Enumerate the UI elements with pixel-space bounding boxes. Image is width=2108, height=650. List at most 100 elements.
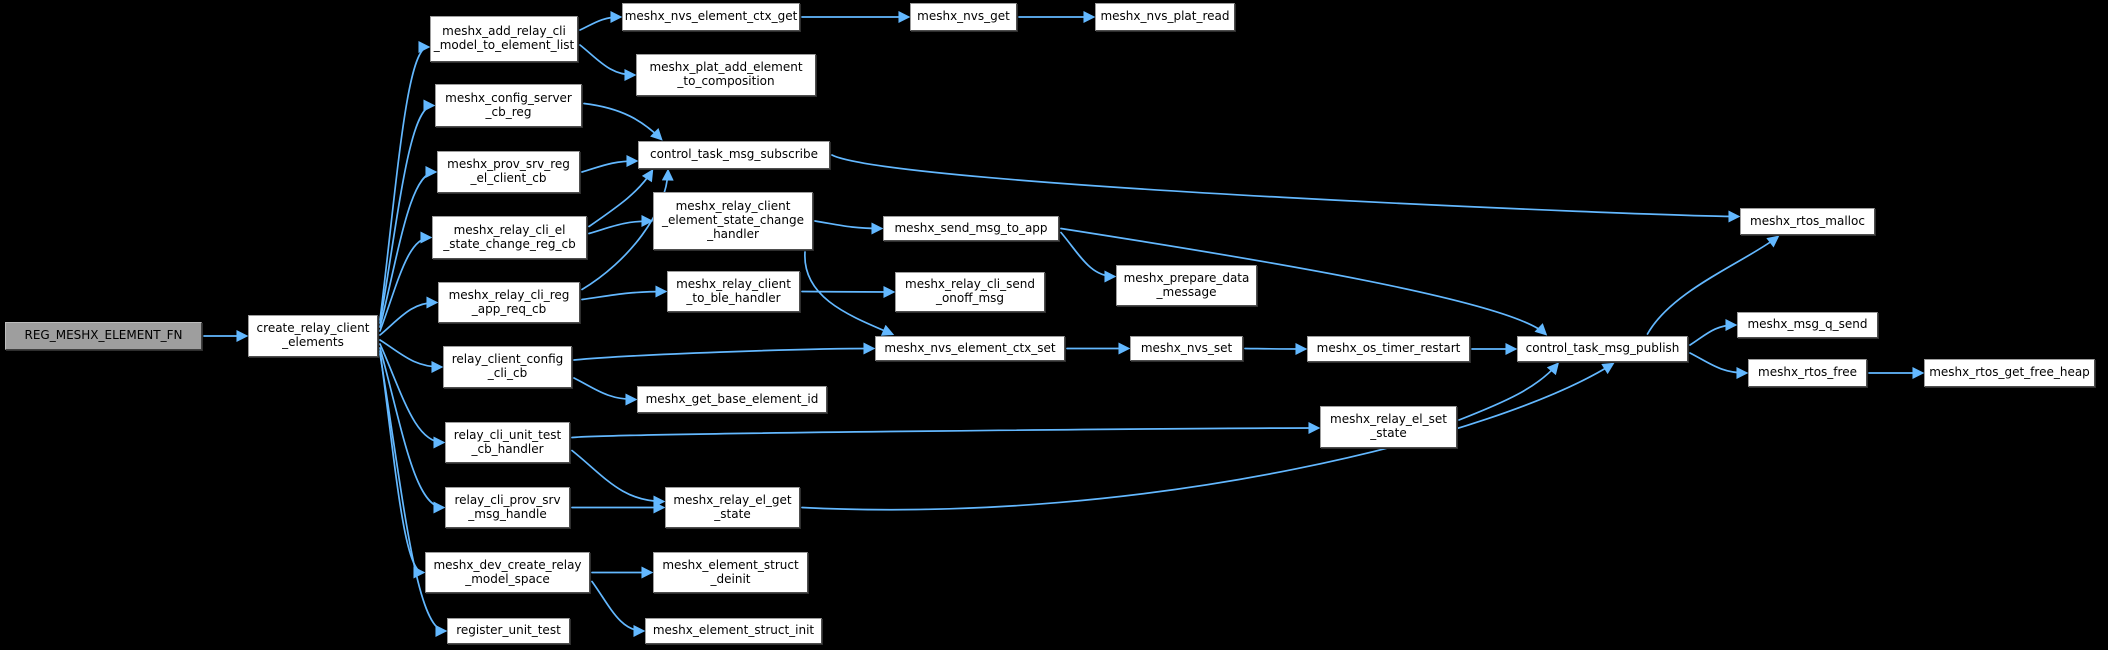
node-subscribe[interactable]: control_task_msg_subscribe <box>638 141 830 169</box>
edge-create-to-state_reg <box>379 231 433 332</box>
node-label: register_unit_test <box>456 623 561 638</box>
node-label: meshx_send_msg_to_app <box>894 220 1048 235</box>
node-plat_add[interactable]: meshx_plat_add_element _to_composition <box>636 54 816 96</box>
node-plat_read[interactable]: meshx_nvs_plat_read <box>1095 3 1235 31</box>
edge-unit_test_cb-to-get_state <box>571 449 666 508</box>
edge-send_msg-to-publish <box>1060 227 1548 336</box>
node-label: meshx_relay_client _element_state_change… <box>661 199 805 241</box>
node-label: meshx_msg_q_send <box>1747 317 1868 332</box>
edge-create-to-prov_reg <box>379 166 438 328</box>
edge-unit_test_cb-to-set_state <box>571 422 1321 439</box>
edge-reg_app-to-to_ble <box>581 285 668 301</box>
edge-config_cli-to-get_base <box>573 377 638 406</box>
edge-create-to-config_srv <box>379 99 436 324</box>
node-label: meshx_nvs_set <box>1140 340 1233 355</box>
edge-create-to-reg_app <box>379 296 439 336</box>
edge-dev_create-to-init <box>591 580 646 637</box>
edge-state_reg-to-handler <box>588 215 654 235</box>
node-label: relay_cli_prov_srv _msg_handle <box>454 492 561 521</box>
node-label: meshx_rtos_malloc <box>1750 213 1865 228</box>
node-label: meshx_relay_el_set _state <box>1330 412 1447 440</box>
node-create[interactable]: create_relay_client _elements <box>248 315 378 357</box>
node-label: meshx_config_server _cb_reg <box>445 90 572 119</box>
node-add_relay[interactable]: meshx_add_relay_cli _model_to_element_li… <box>430 16 578 62</box>
node-label: meshx_nvs_element_ctx_set <box>884 340 1056 355</box>
node-label: meshx_relay_cli_reg _app_req_cb <box>448 287 570 316</box>
node-label: meshx_get_base_element_id <box>645 391 819 406</box>
node-reg_app[interactable]: meshx_relay_cli_reg _app_req_cb <box>438 282 580 323</box>
node-nvs_get[interactable]: meshx_nvs_get <box>910 3 1017 31</box>
edge-create-to-unit_test_cb <box>379 343 446 449</box>
node-label: meshx_relay_cli_el _state_change_reg_cb <box>443 222 576 251</box>
edge-reg_app-to-subscribe <box>581 168 674 291</box>
node-set_state[interactable]: meshx_relay_el_set _state <box>1320 406 1457 448</box>
node-label: meshx_prov_srv_reg _el_client_cb <box>447 157 570 185</box>
node-label: meshx_relay_el_get _state <box>673 492 792 521</box>
node-label: meshx_prepare_data _message <box>1123 270 1250 299</box>
edge-to_ble-to-onoff <box>801 286 896 298</box>
node-prov_reg[interactable]: meshx_prov_srv_reg _el_client_cb <box>437 151 580 193</box>
node-label: meshx_nvs_get <box>917 9 1010 24</box>
edge-create-to-config_cli <box>379 339 444 373</box>
edge-subscribe-to-malloc <box>831 154 1741 223</box>
node-to_ble[interactable]: meshx_relay_client _to_ble_handler <box>667 271 800 312</box>
node-reg_unit[interactable]: register_unit_test <box>447 618 570 644</box>
node-ctx_set[interactable]: meshx_nvs_element_ctx_set <box>875 336 1065 361</box>
edge-state_reg-to-subscribe <box>588 168 654 228</box>
node-config_srv[interactable]: meshx_config_server _cb_reg <box>435 84 582 127</box>
edge-add_relay-to-plat_add <box>579 44 637 81</box>
node-free_heap[interactable]: meshx_rtos_get_free_heap <box>1924 359 2095 387</box>
node-handler[interactable]: meshx_relay_client _element_state_change… <box>653 192 813 250</box>
edge-add_relay-to-ctx_get <box>579 11 623 31</box>
node-state_reg[interactable]: meshx_relay_cli_el _state_change_reg_cb <box>432 216 587 259</box>
node-get_state[interactable]: meshx_relay_el_get _state <box>665 487 800 528</box>
edge-publish-to-msgq <box>1689 319 1738 346</box>
node-label: control_task_msg_publish <box>1525 341 1680 356</box>
edge-config_srv-to-subscribe <box>583 102 663 141</box>
edge-publish-to-malloc <box>1646 235 1780 335</box>
node-label: relay_cli_unit_test _cb_handler <box>453 427 562 456</box>
edge-create-to-prov_msg <box>379 347 446 514</box>
node-nvs_set[interactable]: meshx_nvs_set <box>1130 336 1243 361</box>
node-label: create_relay_client _elements <box>256 321 370 349</box>
node-publish[interactable]: control_task_msg_publish <box>1517 336 1688 362</box>
node-onoff[interactable]: meshx_relay_cli_send _onoff_msg <box>895 272 1045 312</box>
node-config_cli[interactable]: relay_client_config _cli_cb <box>443 346 572 388</box>
node-label: meshx_os_timer_restart <box>1316 341 1461 356</box>
edge-create-to-reg_unit <box>379 353 448 637</box>
edge-prov_reg-to-subscribe <box>581 155 639 173</box>
node-unit_test_cb[interactable]: relay_cli_unit_test _cb_handler <box>445 422 570 463</box>
node-prov_msg[interactable]: relay_cli_prov_srv _msg_handle <box>445 487 570 528</box>
edge-nvs_set-to-timer <box>1244 343 1308 355</box>
node-deinit[interactable]: meshx_element_struct _deinit <box>653 552 808 593</box>
node-label: relay_client_config _cli_cb <box>451 352 564 380</box>
node-get_base[interactable]: meshx_get_base_element_id <box>637 386 827 413</box>
edge-get_state-to-publish <box>801 362 1615 511</box>
node-send_msg[interactable]: meshx_send_msg_to_app <box>883 216 1059 241</box>
node-ctx_get[interactable]: meshx_nvs_element_ctx_get <box>622 3 800 31</box>
node-timer[interactable]: meshx_os_timer_restart <box>1307 336 1470 362</box>
edge-handler-to-send_msg <box>814 220 884 235</box>
node-malloc[interactable]: meshx_rtos_malloc <box>1740 208 1875 235</box>
node-label: REG_MESHX_ELEMENT_FN <box>24 328 183 343</box>
node-label: meshx_relay_cli_send _onoff_msg <box>905 277 1035 305</box>
edge-handler-to-ctx_set <box>804 251 895 336</box>
edge-set_state-to-publish <box>1458 362 1560 421</box>
node-rtos_free[interactable]: meshx_rtos_free <box>1748 359 1867 387</box>
node-prepare[interactable]: meshx_prepare_data _message <box>1116 265 1257 306</box>
node-label: meshx_add_relay_cli _model_to_element_li… <box>433 24 575 52</box>
node-dev_create[interactable]: meshx_dev_create_relay _model_space <box>425 552 590 593</box>
node-init[interactable]: meshx_element_struct_init <box>645 618 822 644</box>
edge-config_cli-to-ctx_set <box>573 342 876 361</box>
node-reg[interactable]: REG_MESHX_ELEMENT_FN <box>5 322 202 350</box>
edge-send_msg-to-prepare <box>1060 231 1117 283</box>
node-label: meshx_nvs_element_ctx_get <box>624 9 798 24</box>
node-msgq[interactable]: meshx_msg_q_send <box>1737 312 1878 338</box>
node-label: meshx_element_struct _deinit <box>662 557 799 586</box>
node-label: meshx_dev_create_relay _model_space <box>433 557 582 586</box>
node-label: control_task_msg_subscribe <box>649 147 818 162</box>
node-label: meshx_rtos_free <box>1758 365 1857 380</box>
